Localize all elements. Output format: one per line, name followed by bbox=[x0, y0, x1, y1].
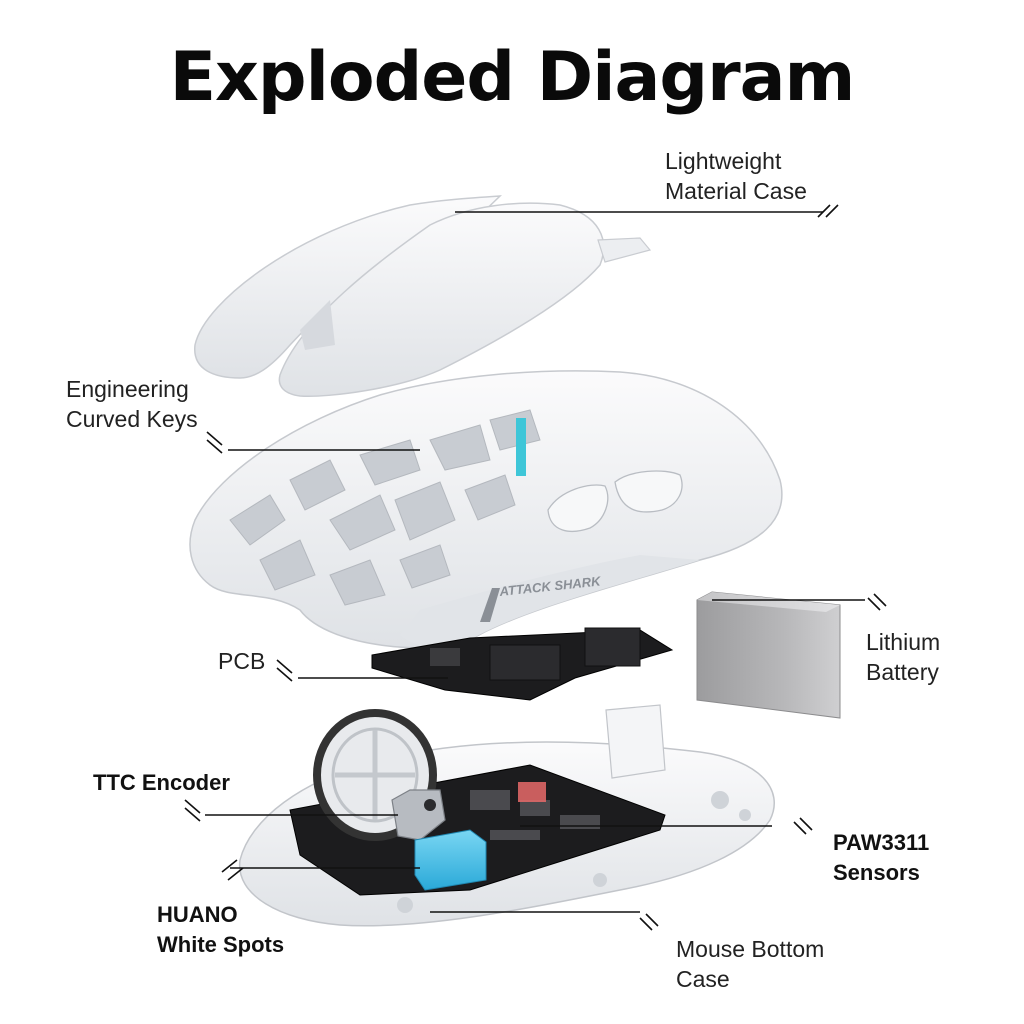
label-keys: Engineering Curved Keys bbox=[66, 374, 198, 434]
label-encoder: TTC Encoder bbox=[93, 768, 230, 798]
label-keys-line2: Curved Keys bbox=[66, 406, 198, 432]
leader-switches bbox=[221, 859, 420, 881]
leader-bottom bbox=[430, 911, 659, 931]
label-case-top-line2: Material Case bbox=[665, 178, 807, 204]
leader-battery bbox=[712, 593, 887, 611]
page-title: Exploded Diagram bbox=[169, 38, 856, 117]
label-switches-line1: HUANO bbox=[157, 902, 238, 927]
leader-pcb bbox=[276, 659, 448, 682]
label-battery-line2: Battery bbox=[866, 659, 939, 685]
label-bottom: Mouse Bottom Case bbox=[676, 934, 824, 994]
main-switch bbox=[414, 829, 487, 891]
label-switches: HUANO White Spots bbox=[157, 900, 284, 960]
battery-part bbox=[696, 591, 841, 719]
main-shell-part: ATTACK SHARK bbox=[189, 370, 783, 649]
leader-sensors bbox=[520, 817, 813, 835]
label-sensors: PAW3311 Sensors bbox=[833, 828, 929, 888]
leader-case-top bbox=[455, 204, 839, 218]
leader-encoder bbox=[184, 799, 398, 822]
side-button-forward bbox=[614, 470, 683, 513]
pcb-part bbox=[371, 627, 674, 701]
label-case-top: Lightweight Material Case bbox=[665, 146, 807, 206]
top-case-part bbox=[194, 195, 652, 398]
side-button-back bbox=[547, 484, 609, 532]
label-pcb: PCB bbox=[218, 646, 265, 676]
label-sensors-line2: Sensors bbox=[833, 860, 920, 885]
label-bottom-line1: Mouse Bottom bbox=[676, 936, 825, 962]
label-switches-line2: White Spots bbox=[157, 932, 285, 957]
label-case-top-line1: Lightweight bbox=[665, 148, 782, 174]
label-battery: Lithium Battery bbox=[866, 627, 940, 687]
label-keys-line1: Engineering bbox=[66, 376, 189, 402]
label-pcb-text: PCB bbox=[218, 648, 266, 674]
label-encoder-text: TTC Encoder bbox=[93, 770, 230, 795]
accent-light bbox=[516, 418, 526, 476]
label-bottom-line2: Case bbox=[676, 966, 730, 992]
brand-logo bbox=[480, 588, 500, 622]
label-sensors-line1: PAW3311 bbox=[833, 830, 930, 855]
leader-keys bbox=[206, 431, 420, 454]
label-battery-line1: Lithium bbox=[866, 629, 941, 655]
bottom-case-part bbox=[238, 704, 775, 927]
